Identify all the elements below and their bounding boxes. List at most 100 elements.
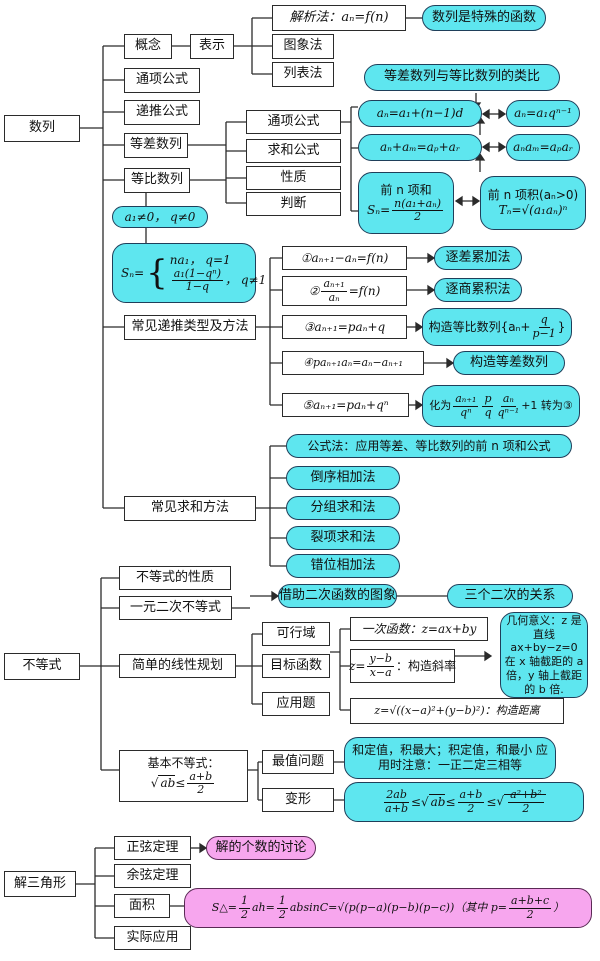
r2-suffix: =f(n) bbox=[348, 283, 381, 298]
node-arith: 等差数列 bbox=[124, 133, 188, 158]
node-sub-general: 通项公式 bbox=[246, 110, 341, 134]
area-half1: 1 bbox=[239, 894, 250, 909]
geom-sum-case2-cond: ， q≠1 bbox=[225, 273, 267, 287]
node-sub-property: 性质 bbox=[246, 166, 341, 190]
area-num: a+b+c bbox=[509, 894, 552, 909]
area-abs: absinC=√(p(p−a)(p−b)(p−c))（其中 p= bbox=[289, 901, 508, 915]
node-sum-methods: 常见求和方法 bbox=[124, 496, 256, 521]
area-end: ） bbox=[553, 901, 565, 915]
node-condition: a₁≠0， q≠0 bbox=[112, 206, 208, 228]
node-recur-types: 常见递推类型及方法 bbox=[124, 315, 256, 340]
tf-n3: a²+b² bbox=[508, 788, 544, 803]
node-feasible: 可行域 bbox=[262, 622, 330, 646]
node-geom-sum: Sₙ= { na₁， q=1 a₁(1−qⁿ)1−q ， q≠1 bbox=[112, 243, 266, 303]
geom-prod-label: 前 n 项积(aₙ>0) bbox=[487, 188, 579, 202]
m3-suffix: } bbox=[557, 319, 566, 334]
tf-d1: a+b bbox=[385, 801, 408, 815]
tf-le3: ≤ bbox=[486, 794, 497, 809]
basic-num: a+b bbox=[187, 769, 215, 784]
node-ineq-props: 不等式的性质 bbox=[119, 566, 231, 590]
node-sine-note: 解的个数的讨论 bbox=[206, 836, 316, 860]
m5-d2: q bbox=[484, 405, 492, 419]
node-quad-ineq: 一元二次不等式 bbox=[119, 596, 232, 620]
arith-sum-label: 前 n 项和 bbox=[380, 182, 432, 197]
node-arith-general: aₙ=a₁+(n−1)d bbox=[358, 100, 482, 127]
r2-den: aₙ bbox=[328, 290, 340, 304]
node-s5: 错位相加法 bbox=[286, 554, 400, 578]
node-arith-prop: aₙ+aₘ=aₚ+aᵣ bbox=[358, 134, 482, 161]
arith-sum-formula: Sₙ= n(a₁+aₙ)2 bbox=[366, 196, 445, 223]
tf-d3: 2 bbox=[522, 801, 530, 815]
area-a: S△= bbox=[211, 901, 237, 915]
root-inequality: 不等式 bbox=[4, 653, 80, 680]
r2-num: aₙ₊₁ bbox=[321, 277, 347, 292]
m3-num: q bbox=[538, 313, 550, 328]
node-r4: ④paₙ₊₁aₙ=aₙ−aₙ₊₁ bbox=[282, 351, 424, 375]
geom-prod-formula: Tₙ=√(a₁aₙ)ⁿ bbox=[498, 203, 568, 217]
node-objective: 目标函数 bbox=[262, 654, 330, 678]
basic-title: 基本不等式： bbox=[147, 755, 220, 770]
node-s1: 公式法：应用等差、等比数列的前 n 项和公式 bbox=[286, 434, 572, 458]
m5-suffix: +1 转为③ bbox=[521, 399, 573, 413]
node-geom-prop: aₙaₘ=aₚaᵣ bbox=[506, 134, 580, 161]
node-represent: 表示 bbox=[190, 34, 234, 59]
node-recursive: 递推公式 bbox=[124, 100, 200, 125]
node-linear-fn: 一次函数：z=ax+by bbox=[350, 617, 488, 641]
area-mid: ah= bbox=[252, 901, 275, 915]
m5-prefix: 化为 bbox=[429, 399, 452, 413]
node-practical: 实际应用 bbox=[114, 926, 191, 950]
node-geom: 等比数列 bbox=[124, 168, 190, 193]
geom-sum-brace: { bbox=[146, 253, 168, 293]
node-s3: 分组求和法 bbox=[286, 496, 400, 520]
area-two1: 2 bbox=[241, 907, 248, 921]
arith-sum-num: n(a₁+aₙ) bbox=[392, 196, 443, 211]
node-s4: 裂项求和法 bbox=[286, 526, 400, 550]
node-cosine: 余弦定理 bbox=[114, 864, 191, 888]
node-linear-prog: 简单的线性规划 bbox=[119, 654, 236, 678]
node-r3: ③aₙ₊₁=paₙ+q bbox=[282, 315, 407, 339]
m5-d1: qⁿ bbox=[460, 405, 472, 419]
tf-n2: a+b bbox=[457, 788, 485, 803]
node-extreme-desc: 和定值，积最大；积定值，和最小 应用时注意：一正二定三相等 bbox=[344, 737, 556, 779]
arith-sum-den: 2 bbox=[414, 210, 422, 223]
node-list: 列表法 bbox=[272, 62, 334, 87]
node-special-function: 数列是特殊的函数 bbox=[422, 5, 546, 31]
slope-den: x−a bbox=[369, 665, 392, 679]
node-r5: ⑤aₙ₊₁=paₙ+qⁿ bbox=[282, 393, 409, 417]
area-half2: 1 bbox=[276, 894, 288, 909]
slope-lhs: z= bbox=[349, 658, 366, 673]
basic-le: ≤ bbox=[175, 776, 186, 790]
node-analogy: 等差数列与等比数列的类比 bbox=[364, 64, 560, 91]
tf-le2: ≤ bbox=[445, 794, 456, 809]
geom-sum-case2-num: a₁(1−qⁿ) bbox=[171, 266, 224, 281]
slope-num: y−b bbox=[367, 652, 394, 667]
m3-den: p−1 bbox=[532, 326, 556, 340]
geom-sum-lhs: Sₙ= bbox=[121, 265, 145, 280]
node-sub-judge: 判断 bbox=[246, 192, 341, 216]
node-dist: z=√((x−a)²+(y−b)²)：构造距离 bbox=[350, 698, 564, 724]
node-s2: 倒序相加法 bbox=[286, 466, 400, 490]
m5-d3: qⁿ⁻¹ bbox=[497, 405, 520, 419]
node-analytic: 解析法：aₙ=f(n) bbox=[272, 5, 406, 31]
node-transform: 变形 bbox=[262, 788, 334, 812]
m5-n1: aₙ₊₁ bbox=[453, 392, 479, 407]
node-graph: 图象法 bbox=[272, 34, 334, 59]
node-r1: ①aₙ₊₁−aₙ=f(n) bbox=[282, 246, 407, 270]
m5-n3: aₙ bbox=[500, 392, 516, 407]
geom-sum-case1: na₁， q=1 bbox=[169, 252, 231, 267]
node-sub-sum: 求和公式 bbox=[246, 139, 341, 163]
arith-sum-lhs: Sₙ= bbox=[366, 203, 391, 217]
node-quad-graph: 借助二次函数的图象 bbox=[278, 584, 397, 608]
tf-le1: ≤ bbox=[410, 794, 421, 809]
geom-sum-cases: na₁， q=1 a₁(1−qⁿ)1−q ， q≠1 bbox=[170, 253, 266, 293]
node-geom-prod: 前 n 项积(aₙ>0) Tₙ=√(a₁aₙ)ⁿ bbox=[480, 176, 586, 230]
node-sine: 正弦定理 bbox=[114, 836, 191, 860]
node-arith-sum: 前 n 项和 Sₙ= n(a₁+aₙ)2 bbox=[358, 172, 454, 234]
